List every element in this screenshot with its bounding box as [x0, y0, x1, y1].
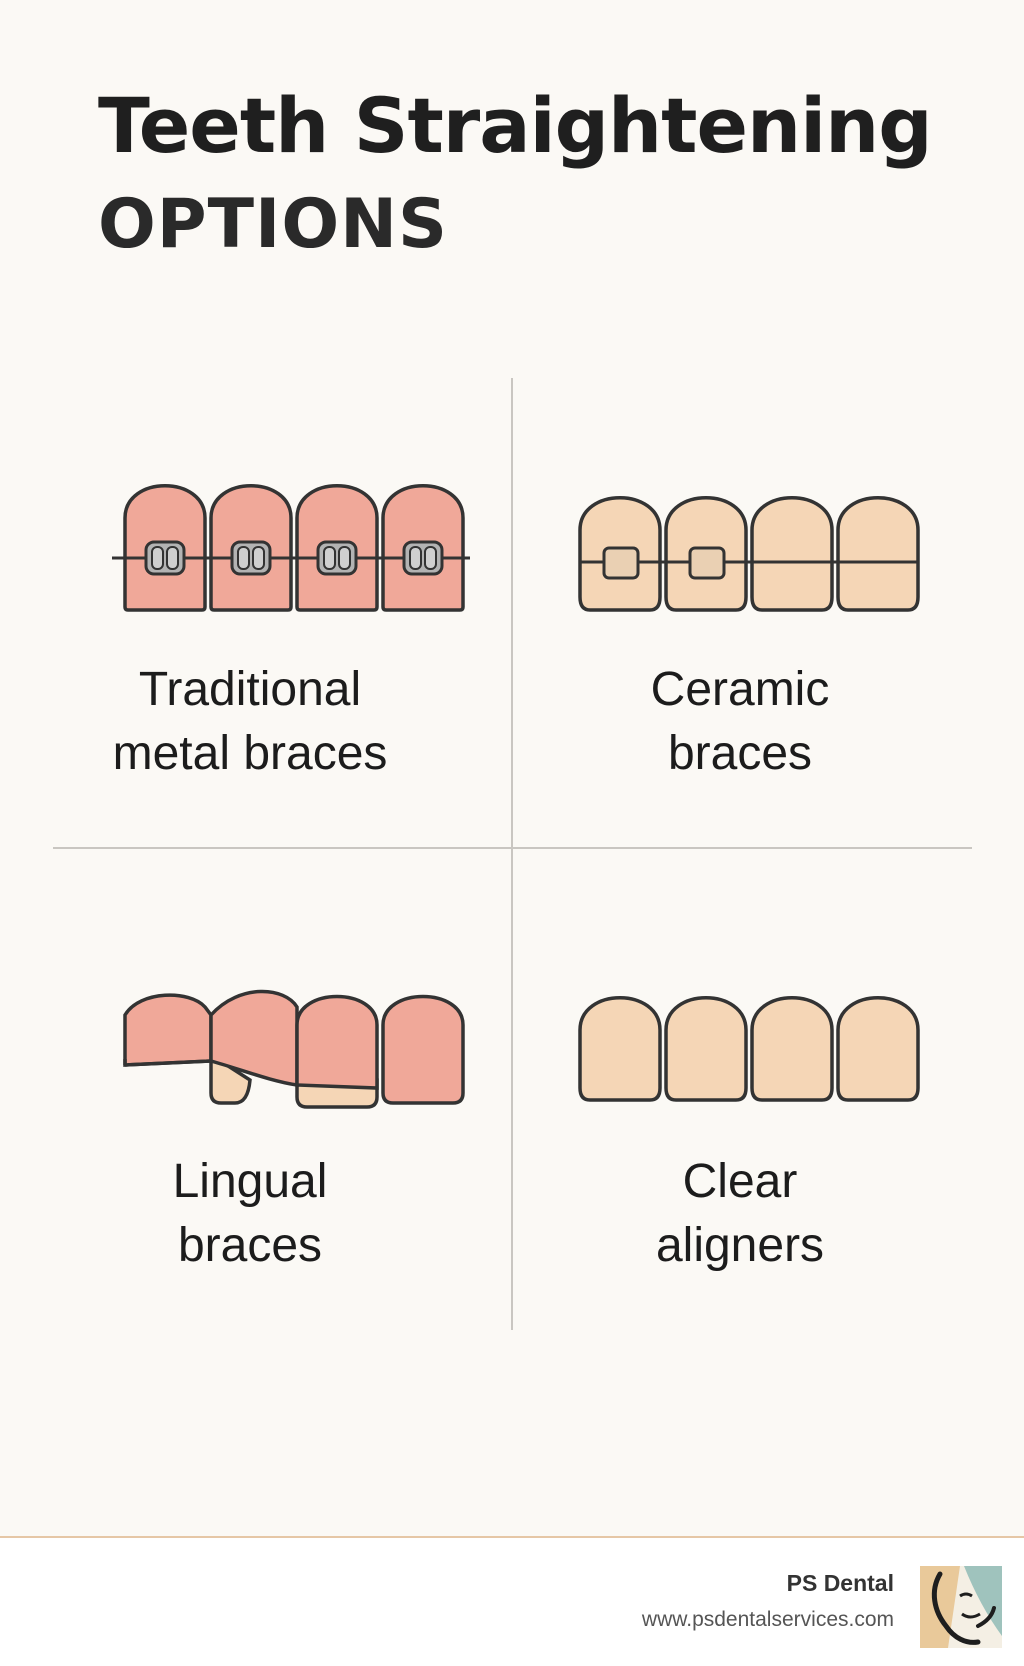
option-label-line1: Lingual	[172, 1155, 328, 1208]
option-card-metal-braces: Traditional metal braces	[30, 470, 490, 790]
page-title: Teeth Straightening	[98, 81, 933, 170]
footer	[0, 1538, 1024, 1666]
footer-brand: PS Dental	[786, 1570, 894, 1596]
lingual-braces-icon	[123, 989, 465, 1109]
option-label-line2: braces	[667, 727, 813, 780]
ceramic-braces-icon	[578, 496, 920, 612]
footer-url[interactable]: www.psdentalservices.com	[641, 1608, 894, 1631]
clear-aligners-icon	[578, 996, 920, 1102]
footer-rule	[0, 1536, 1024, 1538]
option-card-lingual-braces: Lingual braces	[30, 985, 490, 1285]
brand-logo-icon	[920, 1566, 1002, 1648]
page-subtitle: OPTIONS	[98, 185, 449, 264]
option-label-line2: aligners	[655, 1219, 825, 1272]
option-label-line1: Clear	[682, 1155, 798, 1208]
metal-braces-icon	[112, 484, 470, 612]
option-card-clear-aligners: Clear aligners	[520, 985, 980, 1285]
option-card-ceramic-braces: Ceramic braces	[520, 470, 980, 790]
grid-divider-horizontal	[53, 847, 972, 849]
option-label-line1: Traditional	[138, 663, 362, 716]
option-label-line1: Ceramic	[650, 663, 830, 716]
option-label-line2: metal braces	[112, 727, 388, 780]
grid-divider-vertical	[511, 378, 513, 1330]
option-label-line2: braces	[177, 1219, 323, 1272]
